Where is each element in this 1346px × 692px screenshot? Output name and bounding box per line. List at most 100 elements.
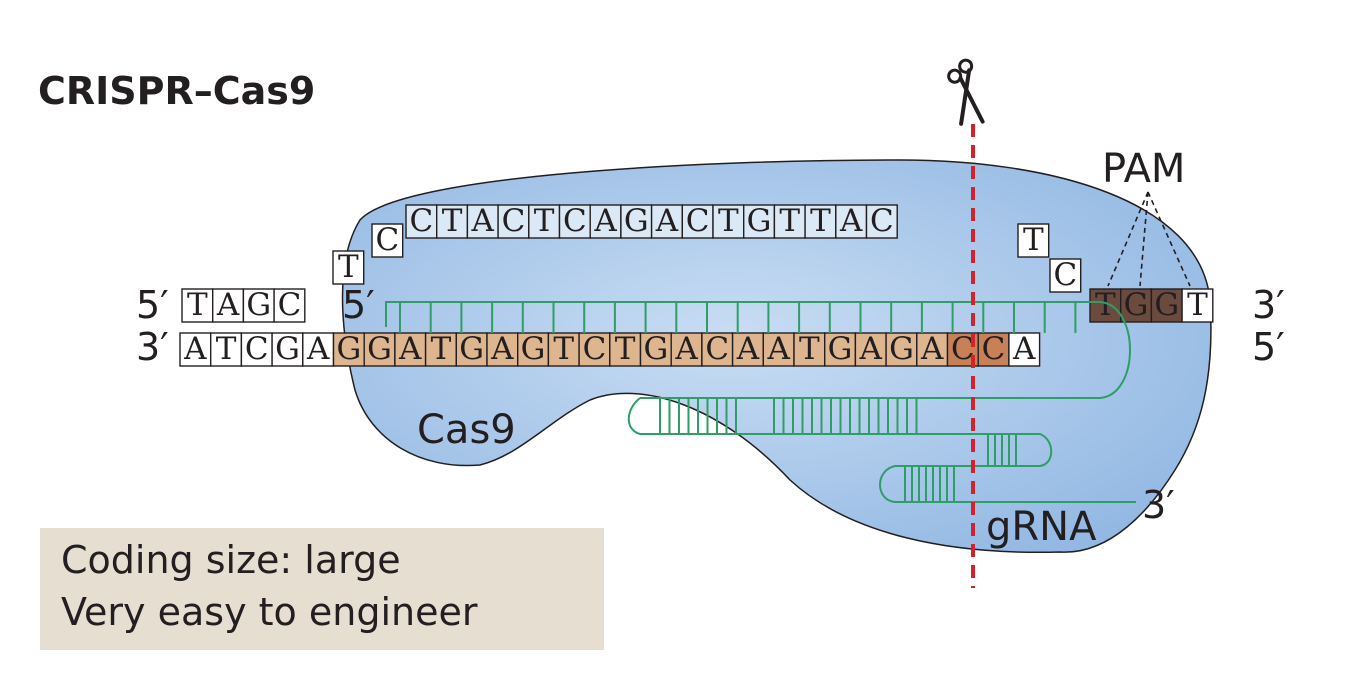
bottom-base: G: [271, 331, 304, 367]
top-strand-3prime: 3′: [1252, 283, 1285, 327]
top-strand-5prime: 5′: [136, 283, 169, 327]
top-loop-base-box: [650, 204, 683, 239]
top-loop-base-letter: C: [502, 203, 526, 239]
top-pam-base-box: [1089, 288, 1122, 323]
bottom-base-box: [762, 332, 795, 367]
top-pam-base-letter: T: [1095, 287, 1116, 323]
top-left-base-box: [211, 288, 245, 323]
bottom-base-box: [455, 332, 488, 367]
bottom-base: G: [455, 331, 488, 367]
bottom-base-box: [240, 332, 273, 367]
bottom-base-box: [824, 332, 857, 367]
bottom-base-box: [1008, 332, 1041, 367]
top-pam-base: G: [1150, 287, 1183, 323]
bottom-strand-5prime: 5′: [1252, 325, 1285, 369]
bottom-base: A: [179, 331, 212, 367]
bottom-base: A: [916, 331, 949, 367]
bottom-base: T: [547, 331, 580, 367]
bottom-base: A: [670, 331, 703, 367]
bulge-right-base-letter: C: [1053, 257, 1077, 293]
top-left-base-letter: A: [216, 287, 240, 323]
bulge-right-base: T: [1017, 222, 1050, 258]
top-pam-base-box: [1150, 288, 1183, 323]
bottom-base-box: [486, 332, 519, 367]
bottom-base-box: [609, 332, 642, 367]
bottom-base-letter: C: [583, 331, 607, 367]
bulge-right-base: C: [1049, 257, 1082, 293]
bottom-base: T: [609, 331, 642, 367]
grna-label: gRNA: [986, 504, 1097, 550]
bulge-left-base-letter: T: [338, 249, 359, 285]
bottom-base: A: [731, 331, 764, 367]
top-loop-base-letter: T: [718, 203, 739, 239]
top-loop-base: T: [436, 203, 469, 239]
bottom-base-letter: A: [736, 331, 760, 367]
bottom-base-letter: G: [367, 331, 392, 367]
bottom-base-letter: A: [183, 331, 207, 367]
bottom-base: G: [824, 331, 857, 367]
bottom-base-letter: T: [431, 331, 452, 367]
bottom-base-letter: G: [275, 331, 300, 367]
top-loop-base-letter: C: [409, 203, 433, 239]
grna-3prime: 3′: [1142, 483, 1175, 527]
target-strand-5prime: 5′: [342, 283, 375, 327]
scissors-icon: [947, 58, 985, 126]
bottom-base-box: [271, 332, 304, 367]
top-loop-base: A: [466, 203, 499, 239]
pam-label: PAM: [1102, 146, 1185, 192]
top-loop-base: A: [835, 203, 868, 239]
top-loop-base: G: [743, 203, 776, 239]
top-loop-base: A: [589, 203, 622, 239]
bottom-base: C: [240, 331, 273, 367]
bottom-base-letter: A: [920, 331, 944, 367]
top-left-base: G: [242, 287, 275, 323]
bottom-base-box: [547, 332, 580, 367]
bulge-left-base-letter: C: [375, 222, 399, 258]
top-loop-base: T: [773, 203, 806, 239]
top-left-base-box: [273, 288, 306, 323]
top-loop-base-box: [804, 204, 837, 239]
bulge-left-base: T: [332, 249, 365, 285]
bottom-base: T: [424, 331, 458, 367]
bottom-base: A: [302, 331, 335, 367]
diagram-title: CRISPR–Cas9: [38, 69, 315, 113]
grna-structure: [385, 301, 1136, 503]
bottom-base: C: [977, 331, 1010, 367]
top-pam-base-letter: G: [1154, 287, 1179, 323]
bottom-base-letter: C: [705, 331, 729, 367]
bulge-left-base-box: [371, 223, 404, 258]
bottom-base: A: [394, 331, 427, 367]
top-loop-base: T: [804, 203, 837, 239]
top-loop-base-letter: G: [747, 203, 772, 239]
top-loop-base-box: [681, 204, 714, 239]
top-loop-base-letter: T: [442, 203, 463, 239]
top-left-base-box: [181, 288, 214, 323]
top-loop-base: C: [405, 203, 438, 239]
top-pam-base-letter: T: [1187, 287, 1208, 323]
bottom-base-letter: G: [889, 331, 914, 367]
bottom-base: A: [1008, 331, 1041, 367]
bottom-base: G: [639, 331, 672, 367]
bottom-base-letter: G: [643, 331, 668, 367]
top-left-base: C: [273, 287, 306, 323]
bottom-base-box: [209, 332, 243, 367]
bottom-base-letter: A: [674, 331, 698, 367]
cas9-label: Cas9: [417, 407, 516, 453]
top-pam-base: T: [1181, 287, 1214, 323]
top-loop-base: G: [620, 203, 653, 239]
bottom-base: G: [885, 331, 918, 367]
bottom-base-letter: C: [245, 331, 269, 367]
top-loop-base-box: [865, 204, 898, 239]
bottom-base: C: [701, 331, 734, 367]
bottom-base-letter: G: [828, 331, 853, 367]
bottom-base-box: [854, 332, 887, 367]
top-loop-base-letter: A: [593, 203, 617, 239]
top-loop-base-letter: T: [810, 203, 831, 239]
top-left-base: A: [211, 287, 245, 323]
bulge-left-base-box: [332, 250, 365, 285]
bottom-base-letter: C: [951, 331, 975, 367]
top-loop-base-box: [405, 204, 438, 239]
bottom-base-box: [701, 332, 734, 367]
top-loop-base-letter: C: [686, 203, 710, 239]
grna-stem-loop-1: [627, 397, 975, 435]
